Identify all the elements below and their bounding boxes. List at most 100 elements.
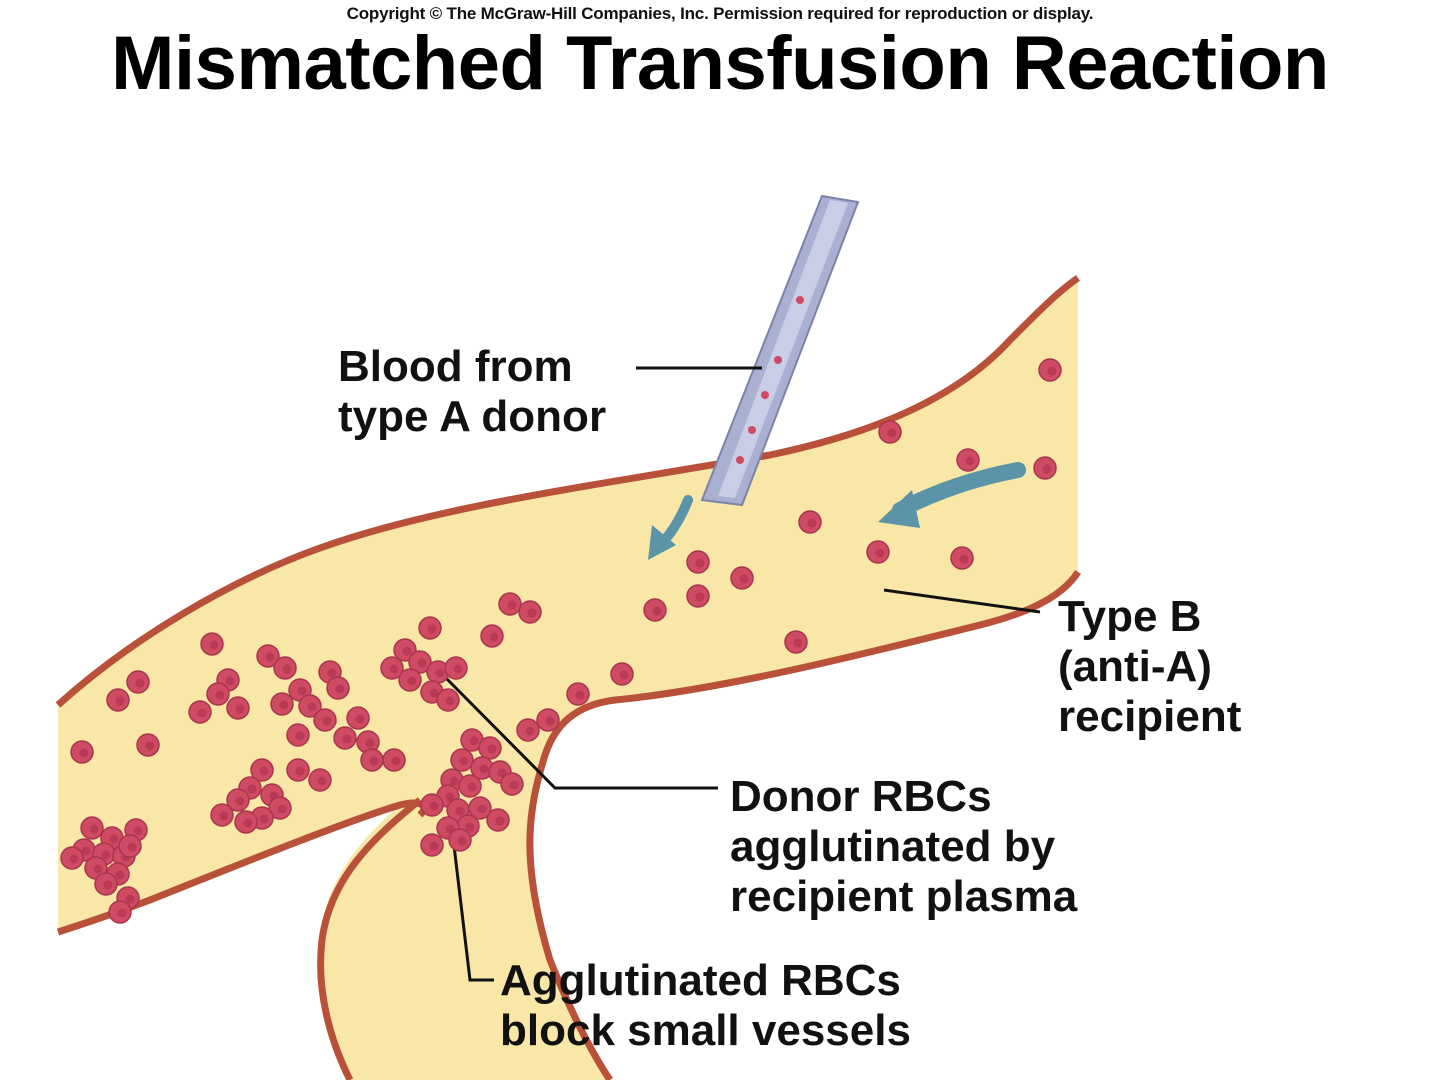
red-blood-cell-center xyxy=(619,670,629,680)
red-blood-cell-center xyxy=(465,822,475,832)
red-blood-cell-center xyxy=(197,708,207,718)
red-blood-cell-center xyxy=(545,716,555,726)
red-blood-cell-center xyxy=(235,796,245,806)
label-line: type A donor xyxy=(338,392,607,441)
diagram-title: Mismatched Transfusion Reaction xyxy=(111,21,1329,106)
red-blood-cell-center xyxy=(355,714,365,724)
red-blood-cell-center xyxy=(793,638,803,648)
red-blood-cell-center xyxy=(327,668,337,678)
red-blood-cell-center xyxy=(525,726,535,736)
red-blood-cell-center xyxy=(219,811,229,821)
red-blood-cell-center xyxy=(79,748,89,758)
red-blood-cell-center xyxy=(145,741,155,751)
red-blood-cell-center xyxy=(959,554,969,564)
label-recipient: Type B (anti-A) recipient xyxy=(1058,592,1241,742)
label-line: recipient xyxy=(1058,692,1242,741)
red-blood-cell-center xyxy=(739,574,749,584)
red-blood-cell-center xyxy=(369,756,379,766)
red-blood-cell-center xyxy=(295,766,305,776)
label-line: Type B xyxy=(1058,592,1202,641)
leader-line-blocked xyxy=(448,811,494,982)
red-blood-cell-center xyxy=(243,818,253,828)
red-blood-cell-center xyxy=(259,814,269,824)
red-blood-cell-center xyxy=(695,592,705,602)
leader-line-agglutinated xyxy=(438,670,718,790)
red-blood-cell-center xyxy=(335,684,345,694)
arrow-icon xyxy=(648,525,676,560)
red-blood-cell-center xyxy=(402,646,412,656)
label-line: Donor RBCs xyxy=(730,772,992,821)
leader-line-recipient xyxy=(883,588,1041,614)
red-blood-cell-center xyxy=(307,702,317,712)
red-blood-cell-center xyxy=(101,850,111,860)
red-blood-cell-center xyxy=(317,776,327,786)
red-blood-cell-center xyxy=(575,690,585,700)
red-blood-cell-center xyxy=(495,816,505,826)
red-blood-cell-center xyxy=(445,696,455,706)
red-blood-cell-center xyxy=(477,804,487,814)
red-blood-cell-center xyxy=(391,756,401,766)
red-blood-cell-center xyxy=(1047,366,1057,376)
red-blood-cell-center xyxy=(487,744,497,754)
red-blood-cell-center xyxy=(103,880,113,890)
red-blood-cell-center xyxy=(133,826,143,836)
red-blood-cell-center xyxy=(115,696,125,706)
label-line: Blood from xyxy=(338,342,573,391)
red-blood-cell-center xyxy=(81,846,91,856)
red-blood-cell-center xyxy=(277,804,287,814)
red-blood-cell-center xyxy=(109,834,119,844)
red-blood-cell-center xyxy=(407,676,417,686)
red-blood-cell-center xyxy=(427,624,437,634)
red-blood-cell-center xyxy=(652,606,662,616)
vessel-wall-top xyxy=(55,275,1080,708)
red-blood-cell-center xyxy=(435,668,445,678)
label-donor-blood: Blood from type A donor xyxy=(338,342,606,442)
red-blood-cell-center xyxy=(457,836,467,846)
red-blood-cell-center xyxy=(69,854,79,864)
red-blood-cell-center xyxy=(295,731,305,741)
red-blood-cell-center xyxy=(467,782,477,792)
red-blood-cell-center xyxy=(115,870,125,880)
label-agglutinated-rbcs: Donor RBCs agglutinated by recipient pla… xyxy=(730,772,1077,922)
red-blood-cell-center xyxy=(527,608,537,618)
label-blocked-vessels: Agglutinated RBCs block small vessels xyxy=(500,956,911,1056)
red-blood-cell-center xyxy=(459,756,469,766)
red-blood-cell-center xyxy=(259,766,269,776)
red-blood-cells xyxy=(60,358,1062,924)
red-blood-cell-center xyxy=(127,842,137,852)
red-blood-cell-center xyxy=(135,678,145,688)
vessel-wall-branch-inner xyxy=(317,797,423,1080)
red-blood-cell-center xyxy=(89,824,99,834)
blood-vessel xyxy=(58,278,1078,1080)
red-blood-cell-center xyxy=(453,664,463,674)
label-line: Agglutinated RBCs xyxy=(500,956,901,1005)
red-blood-cell-center xyxy=(125,894,135,904)
red-blood-cell-center xyxy=(417,658,427,668)
red-blood-cell-center xyxy=(235,704,245,714)
label-line: agglutinated by xyxy=(730,822,1056,871)
red-blood-cell-center xyxy=(429,688,439,698)
red-blood-cell-center xyxy=(93,864,103,874)
red-blood-cell-center xyxy=(507,600,517,610)
red-blood-cell-center xyxy=(322,716,332,726)
arrow-icon xyxy=(878,490,920,528)
red-blood-cell-center xyxy=(509,780,519,790)
red-blood-cell-center xyxy=(469,736,479,746)
red-blood-cell-center xyxy=(117,908,127,918)
red-blood-cell-center xyxy=(807,518,817,528)
red-blood-cell-center xyxy=(965,456,975,466)
red-blood-cell-center xyxy=(282,664,292,674)
red-blood-cell-center xyxy=(279,700,289,710)
red-blood-cell-center xyxy=(225,676,235,686)
red-blood-cell-center xyxy=(695,558,705,568)
red-blood-cell-center xyxy=(247,784,257,794)
red-blood-cell-center xyxy=(445,792,455,802)
red-blood-cell-center xyxy=(479,764,489,774)
copyright-notice: Copyright © The McGraw-Hill Companies, I… xyxy=(346,4,1094,23)
red-blood-cell-center xyxy=(209,640,219,650)
red-blood-cell-center xyxy=(389,664,399,674)
red-blood-cell-center xyxy=(887,428,897,438)
label-line: block small vessels xyxy=(500,1006,911,1055)
red-blood-cell-center xyxy=(365,738,375,748)
